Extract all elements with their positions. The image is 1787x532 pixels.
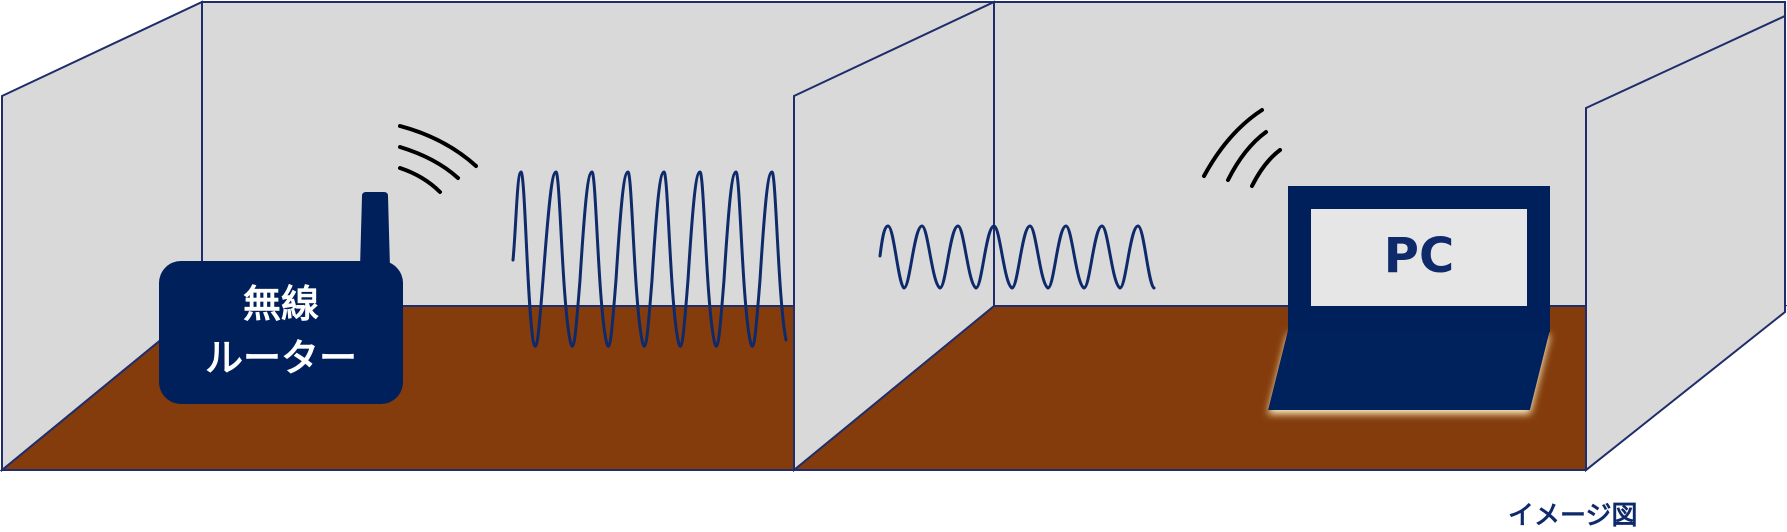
wifi-signal-icon	[398, 124, 478, 194]
right-wall	[1585, 14, 1786, 473]
partition-wall	[793, 0, 995, 473]
wave-icon	[878, 224, 1156, 290]
router-label-line2: ルーター	[204, 336, 357, 380]
pc-label: PC	[1383, 228, 1455, 284]
router-label-line1: 無線	[242, 282, 319, 326]
image-caption: イメージ図	[1508, 501, 1638, 531]
router-antenna	[360, 192, 390, 268]
wifi-signal-icon	[1202, 108, 1282, 188]
router-label: 無線 ルーター	[160, 277, 402, 397]
laptop-icon	[1268, 186, 1550, 410]
router-icon	[159, 261, 403, 404]
wave-icon	[511, 170, 788, 348]
